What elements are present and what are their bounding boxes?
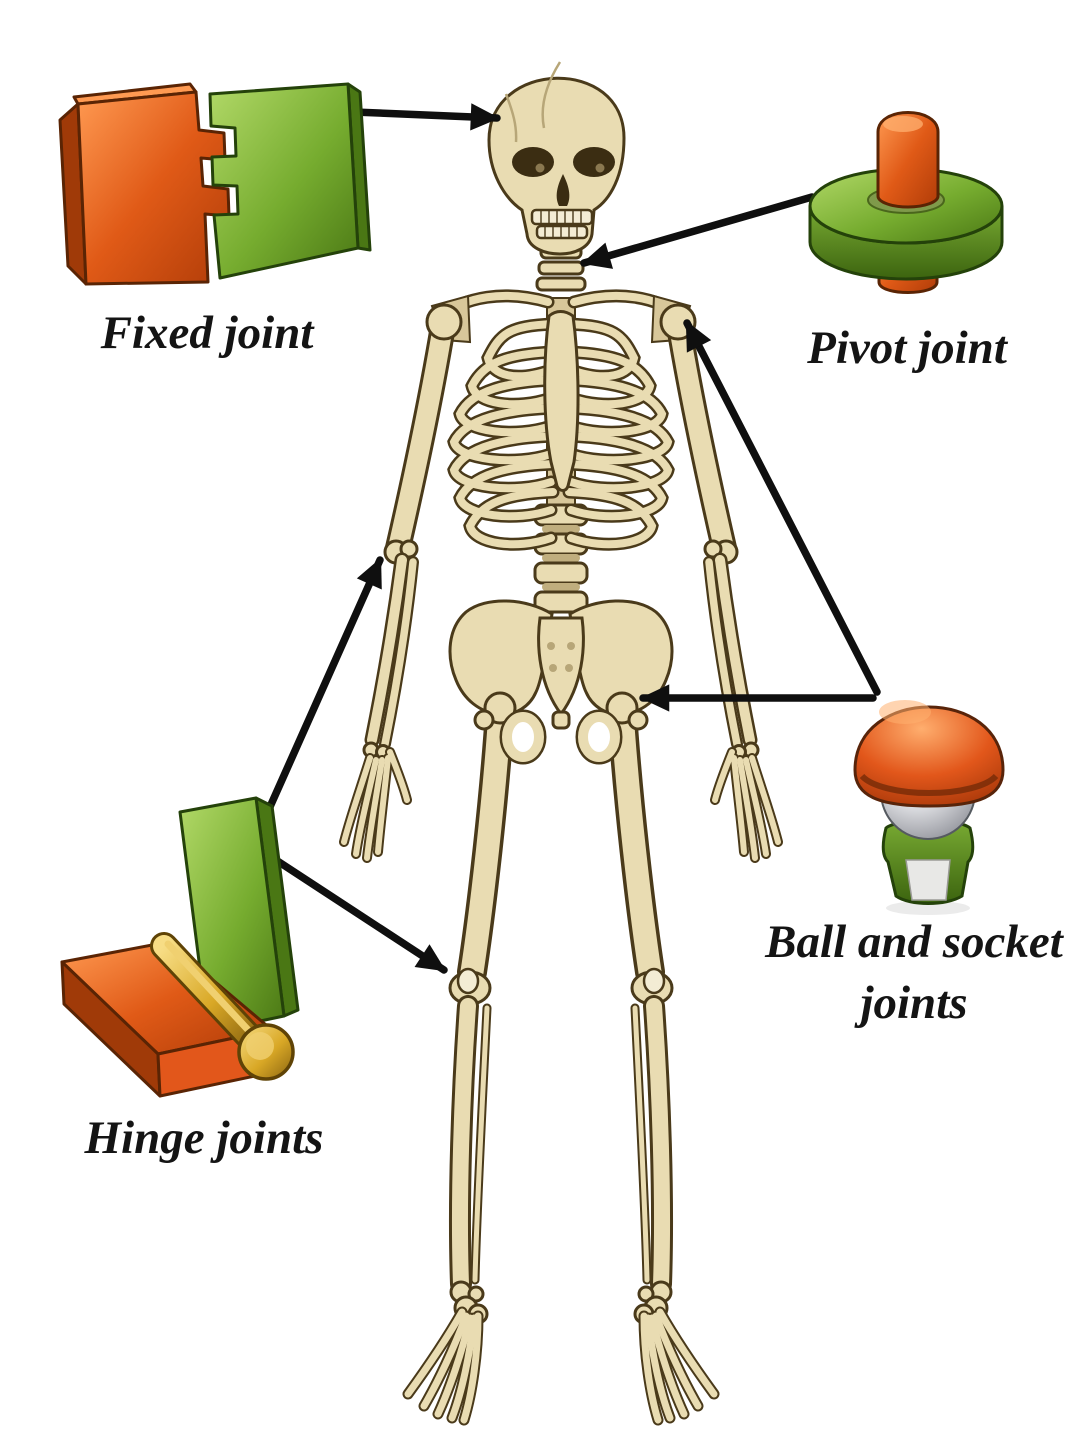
rib-cage	[447, 310, 668, 545]
arrow-ball-to-shoulder	[683, 319, 881, 696]
skeleton-illustration	[339, 61, 778, 1426]
hinge-joints-label: Hinge joints	[84, 1112, 324, 1164]
left-leg	[402, 697, 515, 1426]
patella	[456, 967, 480, 995]
right-leg	[622, 712, 714, 1420]
left-arm	[339, 294, 472, 863]
pivot-joint-label: Pivot joint	[807, 322, 1007, 374]
sacrum	[537, 616, 585, 717]
hinge-joint-icon	[60, 796, 300, 1098]
fixed-joint-label: Fixed joint	[100, 307, 314, 359]
arrow-hinge-to-elbow	[249, 556, 384, 849]
fixed-joint-green-block	[208, 82, 360, 280]
skull	[487, 61, 626, 256]
arrow-hinge-to-knee	[249, 841, 448, 974]
upper-teeth	[530, 208, 594, 226]
lower-teeth	[535, 224, 589, 240]
arrows	[249, 103, 881, 974]
pivot-peg-top	[876, 111, 940, 209]
hinge-pin	[153, 935, 267, 1055]
ball-and-socket-label-line-1: Ball and socket	[765, 916, 1063, 968]
fixed-joint-orange-block	[76, 90, 231, 286]
arrow-pivot-to-neck	[580, 193, 816, 269]
ball-and-socket-label-line-2: joints	[860, 977, 968, 1030]
sternum	[543, 310, 580, 492]
nasal-cavity	[556, 174, 570, 206]
pelvis	[448, 601, 672, 765]
pivot-joint-icon	[808, 111, 1004, 294]
ball-and-socket-joint-icon	[853, 700, 1005, 915]
eye-socket-left	[512, 147, 554, 177]
arrow-fixed-to-skull	[350, 103, 501, 131]
ball-and-socket-joints-label: Ball and socket joints	[738, 912, 1086, 1034]
eye-socket-right	[573, 147, 615, 177]
fixed-joint-icon	[58, 82, 372, 286]
